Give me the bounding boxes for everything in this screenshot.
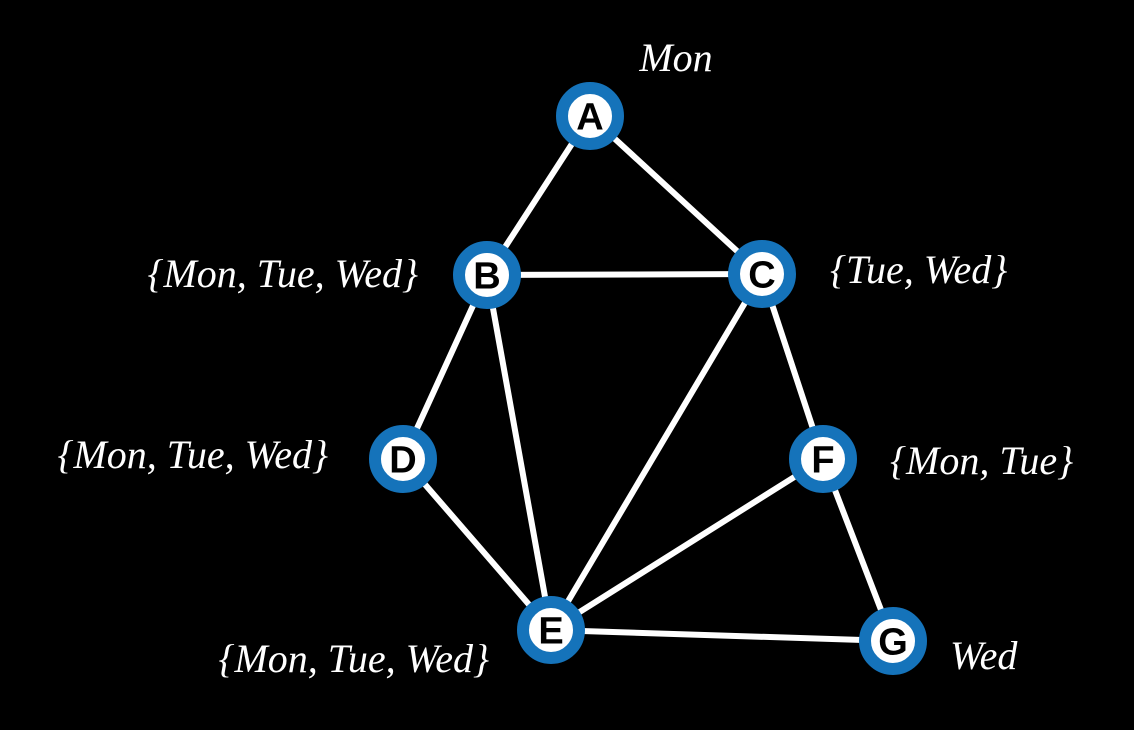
node-D-domain-label: {Mon, Tue, Wed}: [57, 432, 328, 477]
node-G-domain-label: Wed: [950, 633, 1018, 678]
edge-A-C: [587, 113, 765, 277]
node-A: [556, 82, 624, 150]
node-G: [859, 607, 927, 675]
edge-E-G: [548, 627, 896, 644]
node-E-domain-label: {Mon, Tue, Wed}: [218, 636, 489, 681]
node-F-letter: F: [811, 440, 834, 482]
node-D-letter: D: [389, 440, 416, 482]
edge-E-F: [548, 456, 826, 633]
node-A-letter: A: [576, 97, 603, 139]
node-F-domain-label: {Mon, Tue}: [890, 438, 1073, 483]
edge-B-E: [484, 272, 554, 633]
node-C: [728, 240, 796, 308]
node-G-letter: G: [878, 622, 908, 664]
edge-D-E: [400, 456, 554, 633]
node-E-letter: E: [538, 611, 563, 653]
node-C-domain-label: {Tue, Wed}: [830, 247, 1007, 292]
node-A-domain-label: Mon: [638, 35, 712, 80]
edge-B-C: [484, 271, 765, 278]
node-C-letter: C: [748, 255, 775, 297]
node-B-domain-label: {Mon, Tue, Wed}: [147, 251, 418, 296]
node-D: [369, 425, 437, 493]
node-B-letter: B: [473, 256, 500, 298]
node-F: [789, 425, 857, 493]
node-E: [517, 596, 585, 664]
node-B: [453, 241, 521, 309]
edge-C-E: [548, 271, 765, 633]
